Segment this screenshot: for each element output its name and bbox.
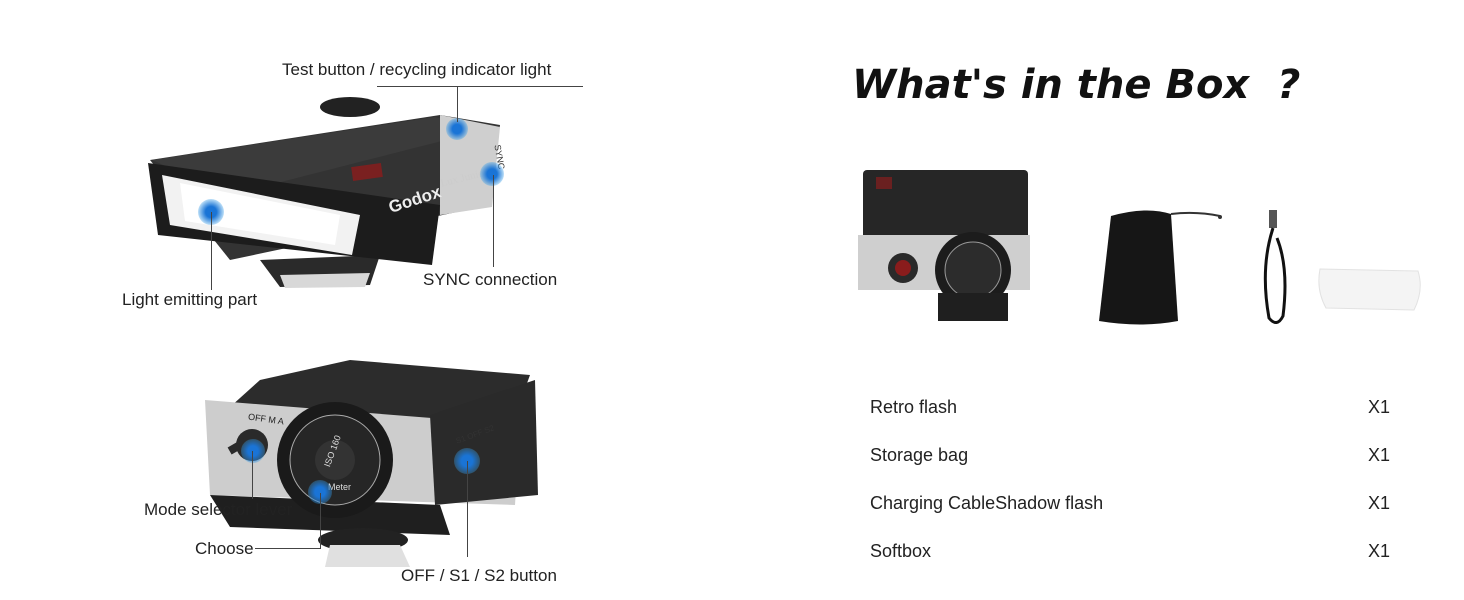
storage-bag-image	[1099, 210, 1222, 325]
sync-callout: SYNC connection	[423, 270, 558, 289]
mode-selector-callout: Mode selector lever	[144, 500, 293, 519]
box-title: What's in the Box ?	[852, 62, 1301, 108]
list-item-qty: X1	[1368, 445, 1391, 465]
list-item-label: Softbox	[870, 541, 932, 561]
charging-cable-image	[1263, 210, 1287, 324]
softbox-image	[1318, 268, 1421, 311]
off-s1-s2-callout: OFF / S1 / S2 button	[401, 566, 557, 585]
retro-flash-image	[858, 170, 1030, 321]
list-item-label: Storage bag	[870, 445, 969, 465]
choose-callout: Choose	[195, 539, 254, 558]
meter-label-text: Meter	[328, 482, 352, 492]
list-item-qty: X1	[1368, 541, 1391, 561]
mode-lever-highlight	[241, 439, 265, 463]
list-item-qty: X1	[1368, 493, 1391, 513]
light-emitting-callout: Light emitting part	[122, 290, 258, 309]
flash-back-image	[205, 360, 538, 567]
test-button-callout: Test button / recycling indicator light	[282, 60, 552, 79]
list-item-qty: X1	[1368, 397, 1391, 417]
sync-port-highlight	[480, 162, 504, 186]
flash-front-image	[148, 97, 500, 288]
test-button-highlight	[446, 118, 468, 140]
list-item-label: Charging CableShadow flash	[870, 493, 1104, 513]
list-item-label: Retro flash	[870, 397, 958, 417]
